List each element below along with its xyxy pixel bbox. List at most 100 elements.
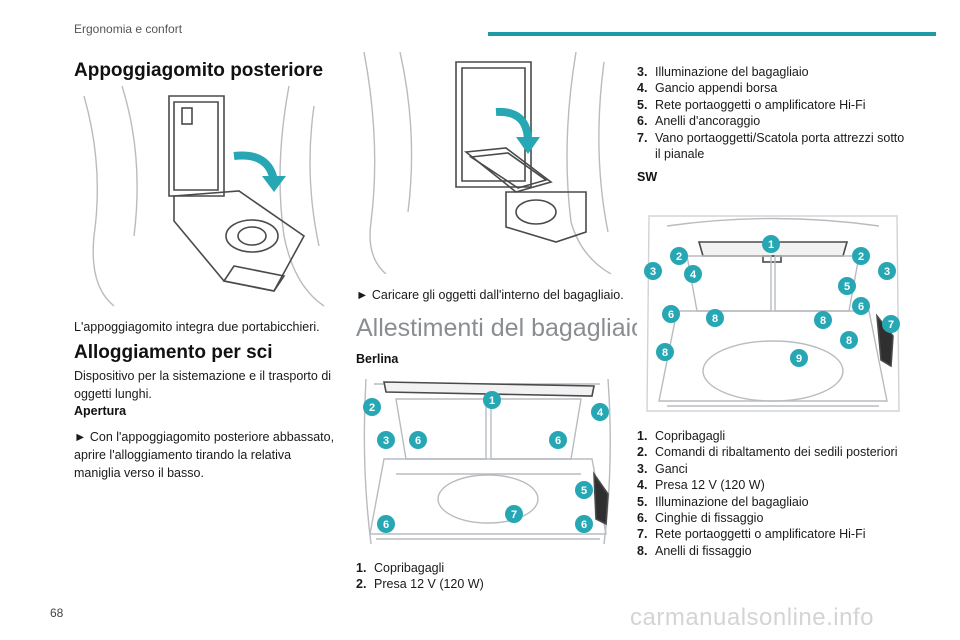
boot-fittings-title: Allestimenti del bagagliaio (356, 314, 646, 342)
svg-text:6: 6 (581, 519, 587, 531)
callout-badge: 2 (852, 247, 870, 265)
svg-text:6: 6 (555, 435, 561, 447)
berlina-boot-illustration: 1 2 3 4 5 6 6 6 6 7 (356, 374, 618, 550)
list-item: 2. Presa 12 V (120 W) (356, 576, 618, 592)
callout-badge: 5 (838, 277, 856, 295)
item-text: Gancio appendi borsa (655, 81, 778, 96)
item-text: Presa 12 V (120 W) (374, 577, 484, 592)
item-text: Illuminazione del bagagliaio (655, 494, 809, 509)
svg-text:1: 1 (768, 239, 774, 251)
list-item: 5. Illuminazione del bagagliaio (637, 494, 907, 510)
header-accent-bar (488, 32, 936, 36)
item-text: Copribagagli (374, 561, 445, 575)
callout-badge: 8 (656, 343, 674, 361)
svg-text:5: 5 (581, 485, 587, 497)
armrest-illustration (74, 86, 336, 308)
svg-text:8: 8 (662, 347, 668, 359)
opening-subtitle: Apertura (74, 404, 127, 418)
opening-instruction: ► Con l'appoggiagomito posteriore abbass… (74, 430, 335, 480)
item-number: 2. (356, 577, 367, 592)
svg-text:2: 2 (676, 251, 682, 263)
callout-badge: 7 (882, 315, 900, 333)
svg-text:7: 7 (511, 509, 517, 521)
svg-text:8: 8 (712, 313, 718, 325)
item-number: 8. (637, 543, 648, 558)
armrest-caption: L'appoggiagomito integra due portabicchi… (74, 320, 320, 334)
item-number: 2. (637, 445, 648, 460)
callout-badge: 5 (575, 481, 593, 499)
berlina-subtitle: Berlina (356, 352, 399, 366)
svg-text:3: 3 (650, 266, 656, 278)
item-text: Anelli di fissaggio (655, 543, 752, 558)
svg-text:6: 6 (383, 519, 389, 531)
loading-instruction: ► Caricare gli oggetti dall'interno del … (356, 288, 624, 302)
item-text: Rete portaoggetti o amplificatore Hi-Fi (655, 527, 866, 542)
sw-legend: 1. Copribagagli 2. Comandi di ribaltamento… (637, 428, 907, 559)
item-text: Illuminazione del bagagliaio (655, 65, 809, 79)
callout-badge: 1 (762, 235, 780, 253)
svg-text:2: 2 (369, 402, 375, 414)
list-item: 6. Cinghie di fissaggio (637, 510, 907, 526)
sw-subtitle: SW (637, 170, 658, 184)
item-number: 3. (637, 461, 648, 476)
item-number: 6. (637, 511, 648, 526)
svg-text:1: 1 (489, 395, 495, 407)
svg-text:3: 3 (884, 266, 890, 278)
callout-badge: 6 (575, 515, 593, 533)
item-number: 5. (637, 494, 648, 509)
callout-badge: 8 (840, 331, 858, 349)
item-text: Vano portaoggetti/Scatola porta attrezzi… (655, 130, 905, 162)
item-text: Cinghie di fissaggio (655, 511, 764, 526)
item-number: 1. (356, 561, 367, 575)
callout-badge: 9 (790, 349, 808, 367)
item-text: Copribagagli (655, 429, 726, 443)
svg-text:7: 7 (888, 319, 894, 331)
berlina-callouts: 1 2 3 4 5 6 6 6 6 7 (363, 391, 609, 533)
section-header: Ergonomia e confort (74, 22, 183, 36)
list-item: 6. Anelli d'ancoraggio (637, 113, 907, 129)
item-text: Ganci (655, 461, 688, 476)
callout-badge: 2 (670, 247, 688, 265)
callout-badge: 6 (662, 305, 680, 323)
svg-text:6: 6 (668, 309, 674, 321)
svg-text:6: 6 (858, 301, 864, 313)
page-number: 68 (50, 606, 64, 620)
callout-badge: 6 (852, 297, 870, 315)
item-text: Rete portaoggetti o amplificatore Hi-Fi (655, 97, 866, 112)
armrest-title: Appoggiagomito posteriore (74, 60, 324, 81)
list-item: 8. Anelli di fissaggio (637, 543, 907, 559)
list-item: 3. Ganci (637, 461, 907, 477)
callout-badge: 7 (505, 505, 523, 523)
callout-badge: 6 (549, 431, 567, 449)
sw-callouts: 1 2 2 3 3 4 5 6 6 7 8 8 8 8 9 (644, 235, 900, 367)
ski-hatch-description: Dispositivo per la sistemazione e il tra… (74, 369, 332, 401)
watermark: carmanualsonline.info (630, 604, 874, 631)
svg-text:6: 6 (415, 435, 421, 447)
callout-badge: 4 (684, 265, 702, 283)
list-item: 7.Vano portaoggetti/Scatola porta attrez… (637, 130, 907, 163)
item-text: Comandi di ribaltamento dei sedili poste… (655, 445, 898, 460)
item-number: 4. (637, 478, 648, 493)
list-item: 5.Rete portaoggetti o amplificatore Hi-F… (637, 97, 907, 113)
ski-hatch-illustration (356, 52, 618, 274)
callout-badge: 8 (814, 311, 832, 329)
berlina-legend: 1. Copribagagli 2. Presa 12 V (120 W) (356, 560, 618, 593)
list-item: 4. Gancio appendi borsa (637, 80, 907, 96)
sw-boot-illustration: 1 2 2 3 3 4 5 6 6 7 8 8 8 8 9 (637, 196, 909, 416)
svg-text:8: 8 (846, 335, 852, 347)
item-number: 3. (637, 65, 648, 79)
list-item: 1. Copribagagli (356, 560, 618, 576)
callout-badge: 3 (377, 431, 395, 449)
item-text: Presa 12 V (120 W) (655, 478, 765, 493)
item-number: 4. (637, 81, 648, 96)
callout-badge: 3 (878, 262, 896, 280)
callout-badge: 2 (363, 398, 381, 416)
item-text: Anelli d'ancoraggio (655, 114, 761, 129)
svg-text:5: 5 (844, 281, 850, 293)
svg-text:3: 3 (383, 435, 389, 447)
berlina-legend-continued: 3. Illuminazione del bagagliaio 4. Gancio … (637, 64, 907, 162)
item-number: 6. (637, 114, 648, 129)
list-item: 2. Comandi di ribaltamento dei sedili pos… (637, 444, 907, 460)
callout-badge: 6 (377, 515, 395, 533)
item-number: 1. (637, 429, 648, 443)
